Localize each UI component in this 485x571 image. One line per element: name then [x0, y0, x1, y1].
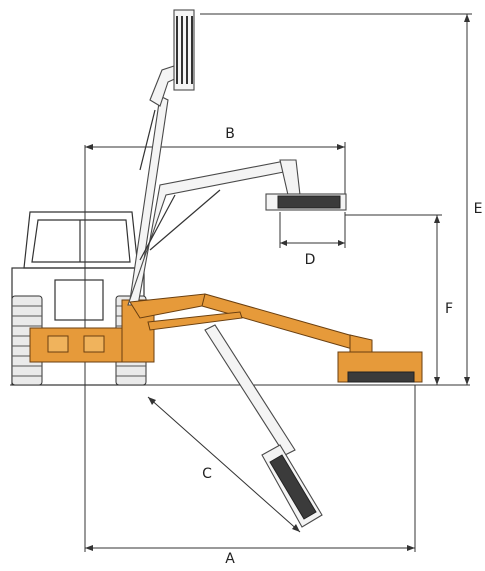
tractor — [11, 211, 155, 386]
arm-mid-dipper — [279, 159, 301, 196]
arm-position-low — [204, 324, 323, 528]
dimension-c-arrow-top — [148, 397, 156, 405]
label-e: E — [474, 201, 483, 217]
mounting-frame-detail — [83, 335, 105, 353]
arm-low-dipper — [204, 324, 296, 456]
dimension-a-arrow-left — [85, 545, 93, 551]
mounting-frame — [29, 327, 123, 363]
arm-position-mid — [127, 159, 347, 306]
dimension-f-arrow-bottom — [434, 377, 440, 385]
dimension-c-arrow-bottom — [292, 524, 300, 532]
dimension-lines — [10, 13, 472, 552]
label-d: D — [305, 252, 316, 268]
arm-position-high — [129, 9, 195, 301]
tractor-cab-window — [31, 219, 131, 263]
arm-position-working — [129, 293, 423, 383]
dimension-c-line — [147, 396, 301, 533]
arm-high-head-teeth — [176, 16, 193, 84]
arm-mid-ram — [149, 189, 221, 251]
label-b: B — [225, 126, 235, 142]
dimension-b-arrow-left — [85, 144, 93, 150]
dimension-f-arrow-top — [434, 215, 440, 223]
label-f: F — [445, 301, 453, 317]
label-a: A — [225, 551, 235, 567]
dimension-b-arrow-right — [337, 144, 345, 150]
tractor-hood — [54, 279, 104, 321]
arm-low-head-blades — [269, 454, 317, 520]
dimension-d-arrow-left — [280, 240, 287, 246]
arm-working-head-blades — [347, 371, 415, 383]
arm-working-ram — [147, 311, 243, 331]
label-c: C — [202, 466, 212, 482]
arm-high-ram — [139, 109, 156, 171]
dimension-a-arrow-right — [407, 545, 415, 551]
dimension-e-arrow-bottom — [464, 377, 470, 385]
mounting-frame-detail — [47, 335, 69, 353]
arm-high-head — [173, 9, 195, 91]
arm-mid-head-blades — [277, 195, 341, 209]
dimension-e-arrow-top — [464, 14, 470, 22]
arm-mid-ram-2 — [139, 194, 176, 261]
dimension-d-arrow-right — [338, 240, 345, 246]
